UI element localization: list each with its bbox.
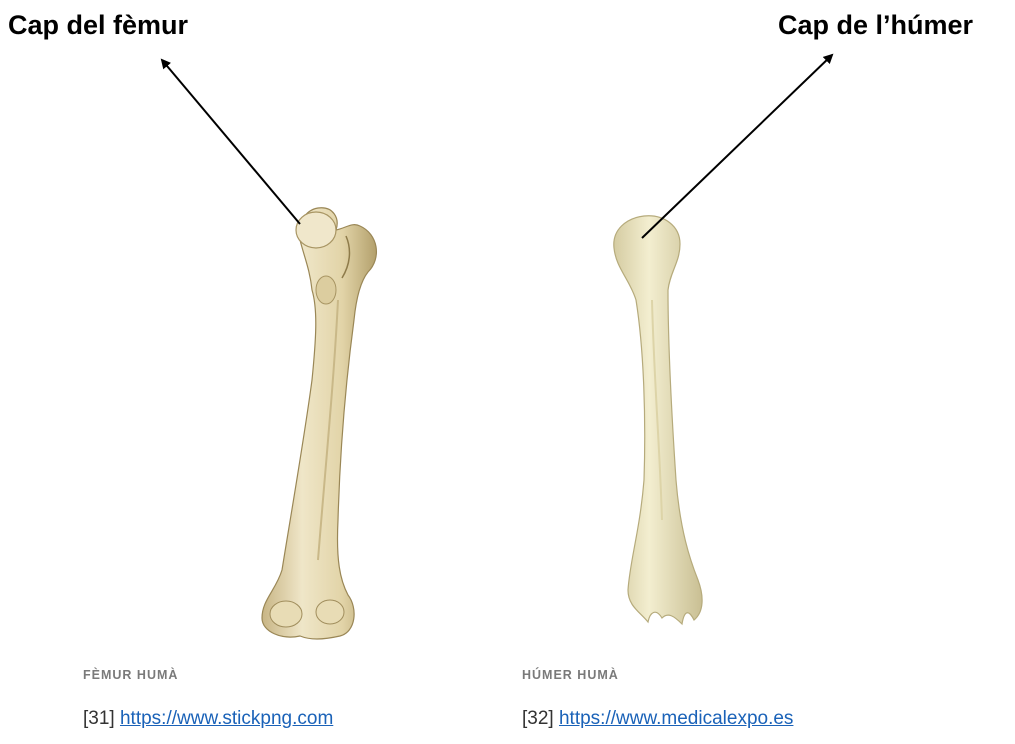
femur-reference-link[interactable]: https://www.stickpng.com — [120, 708, 333, 729]
femur-reference: [31] https://www.stickpng.com — [83, 708, 333, 730]
femur-arrow — [162, 60, 300, 224]
humerus-arrow — [642, 55, 832, 238]
femur-caption: FÈMUR HUMÀ — [83, 668, 178, 682]
humerus-bone — [614, 216, 702, 624]
humerus-reference: [32] https://www.medicalexpo.es — [522, 708, 793, 730]
humerus-reference-number: [32] — [522, 708, 554, 729]
femur-reference-number: [31] — [83, 708, 115, 729]
humerus-reference-link[interactable]: https://www.medicalexpo.es — [559, 708, 793, 729]
humerus-caption: HÚMER HUMÀ — [522, 668, 619, 682]
femur-bone — [262, 208, 376, 639]
